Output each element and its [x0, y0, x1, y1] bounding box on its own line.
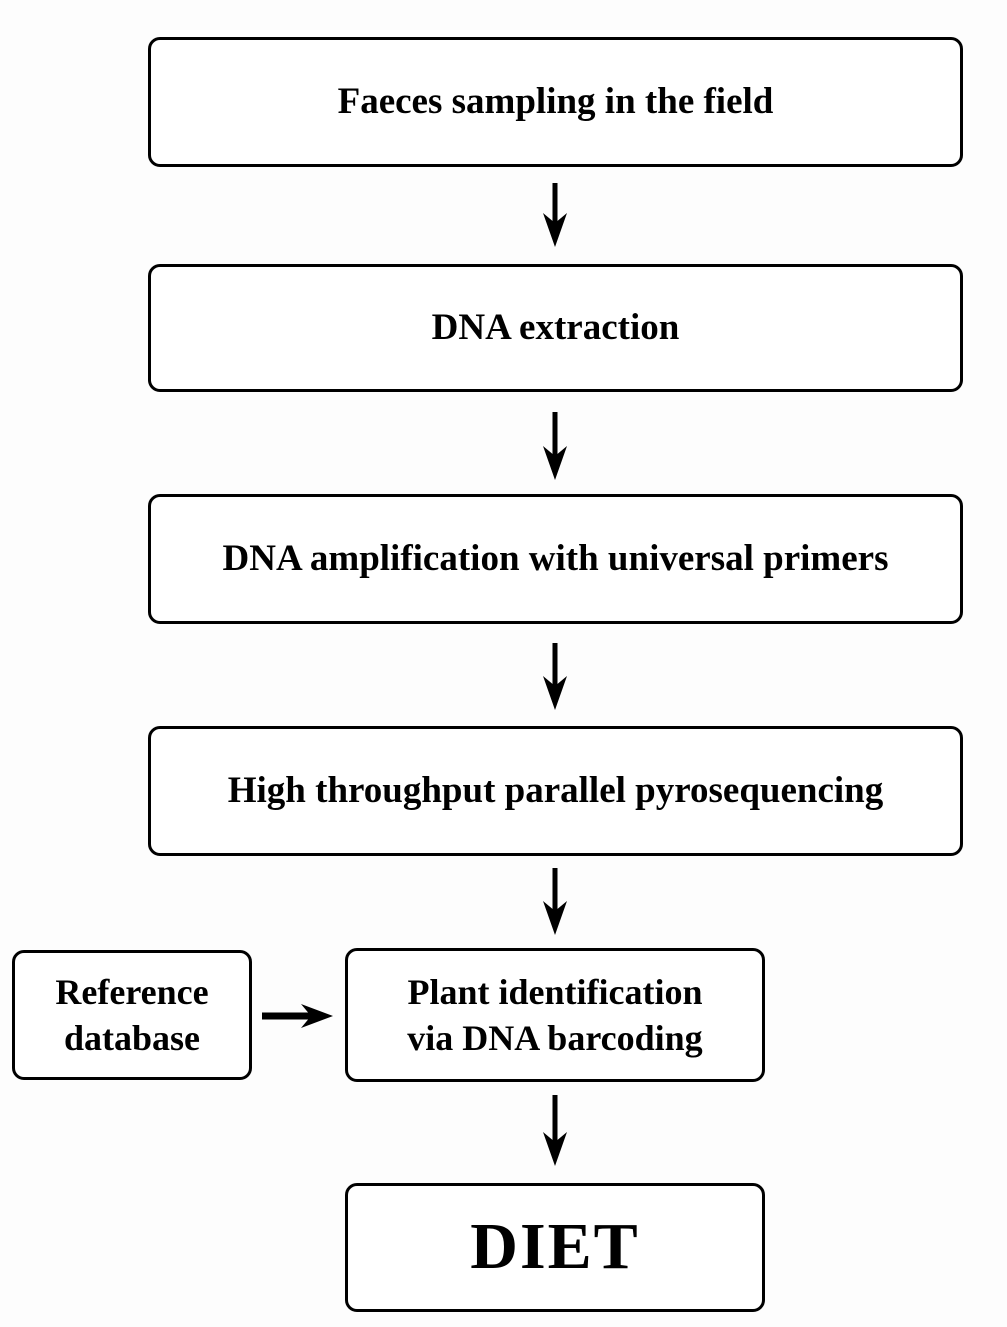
node-dna-extraction: DNA extraction [148, 264, 963, 392]
node-pyrosequencing-label: High throughput parallel pyrosequencing [227, 770, 884, 812]
node-faeces-sampling: Faeces sampling in the field [148, 37, 963, 167]
node-plant-identification-line2: via DNA barcoding [407, 1018, 703, 1058]
node-plant-identification: Plant identification via DNA barcoding [345, 948, 765, 1082]
node-diet-label: DIET [470, 1210, 640, 1284]
node-dna-amplification-label: DNA amplification with universal primers [222, 538, 889, 580]
arrow-amplification-to-pyrosequencing [543, 643, 567, 710]
node-plant-identification-line1: Plant identification [407, 971, 703, 1012]
arrow-pyrosequencing-to-plant-identification [543, 868, 567, 935]
node-dna-extraction-label: DNA extraction [431, 307, 680, 349]
arrow-faeces-to-extraction [543, 183, 567, 247]
node-reference-database-line1: Reference [55, 971, 209, 1012]
node-reference-database-line2: database [63, 1018, 201, 1058]
node-pyrosequencing: High throughput parallel pyrosequencing [148, 726, 963, 856]
node-faeces-sampling-label: Faeces sampling in the field [337, 81, 774, 123]
arrow-reference-to-plant-identification [262, 1004, 333, 1028]
node-dna-amplification: DNA amplification with universal primers [148, 494, 963, 624]
node-diet: DIET [345, 1183, 765, 1312]
arrow-extraction-to-amplification [543, 412, 567, 480]
arrow-plant-identification-to-diet [543, 1095, 567, 1166]
node-reference-database: Reference database [12, 950, 252, 1080]
